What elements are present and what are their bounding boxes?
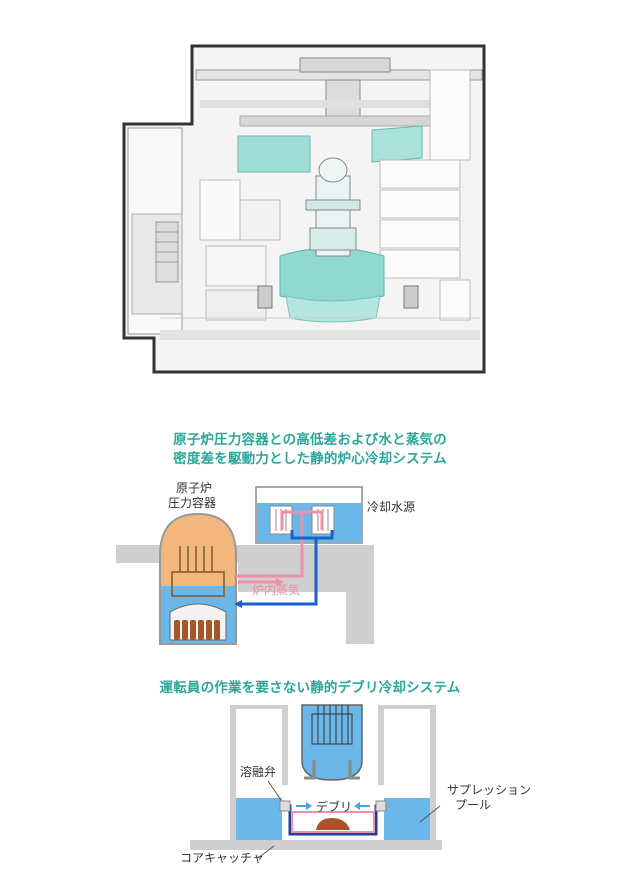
rpv-label-line1: 原子炉: [176, 481, 213, 495]
valve-label: 溶融弁: [240, 765, 277, 779]
flow-arrow-right: [354, 802, 370, 810]
steam-label: 炉内蒸気: [252, 583, 301, 597]
section2-title: 運転員の作業を要さない静的デブリ冷却システム: [159, 680, 461, 696]
steam-line: [236, 510, 324, 578]
rpv-lower: [301, 704, 363, 781]
section1-title-line1: 原子炉圧力容器との高低差および水と蒸気の: [173, 432, 447, 448]
cooling-source-label: 冷却水源: [367, 500, 416, 514]
suppression-pool-left: [236, 798, 282, 840]
suppression-pool-right: [384, 798, 430, 840]
section1-title-line2: 密度差を駆動力とした静的炉心冷却システム: [173, 451, 447, 467]
rpv-label-line2: 圧力容器: [168, 496, 217, 510]
flow-arrow: [234, 600, 242, 608]
steam-arrow: [276, 578, 284, 586]
core-catcher-label: コアキャッチャ: [180, 851, 264, 865]
reactor-building-cutaway: [122, 44, 486, 374]
debris-pile: [316, 818, 350, 830]
suppression-label-line1: サプレッション: [447, 783, 532, 797]
suppression-label-line2: プール: [455, 798, 492, 812]
concrete-slab: [346, 562, 374, 644]
flow-arrow-left: [296, 802, 312, 810]
melting-valve-left: [279, 800, 291, 812]
melting-valve-right: [375, 800, 387, 812]
debris-label: デブリ: [316, 800, 353, 814]
floor-slab: [190, 840, 442, 850]
